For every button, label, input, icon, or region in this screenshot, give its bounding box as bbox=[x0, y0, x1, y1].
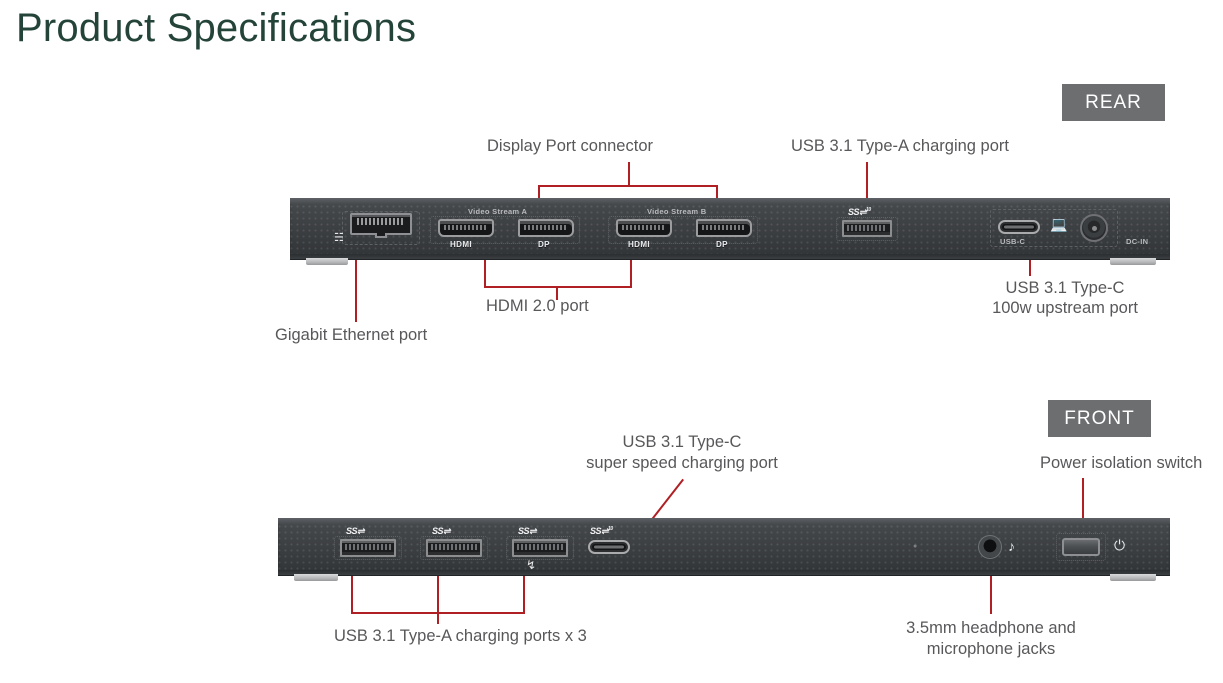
leader-hdmi-stem bbox=[556, 286, 558, 300]
leader-rear-usba bbox=[866, 162, 868, 228]
label-front-usb-a-ports: USB 3.1 Type-A charging ports x 3 bbox=[334, 627, 587, 645]
leader-audio-jacks bbox=[990, 552, 992, 614]
ss-logo-text: SS⇌ bbox=[848, 207, 867, 217]
rear-usb-a-bezel bbox=[836, 217, 898, 241]
front-usb-a-bezel-1 bbox=[334, 536, 402, 560]
ethernet-bezel bbox=[342, 211, 420, 245]
silk-dp-a: DP bbox=[538, 240, 550, 249]
display-port-b[interactable] bbox=[696, 219, 752, 237]
front-usb-a-port-3[interactable] bbox=[512, 539, 568, 557]
silk-hdmi-a: HDMI bbox=[450, 240, 473, 249]
page-title: Product Specifications bbox=[16, 6, 417, 50]
rear-foot-left bbox=[306, 258, 348, 265]
label-hdmi-port: HDMI 2.0 port bbox=[486, 297, 589, 315]
front-foot-left bbox=[294, 574, 338, 581]
silk-video-stream-a: Video Stream A bbox=[468, 207, 528, 216]
leader-dp-stem bbox=[628, 162, 630, 186]
rear-panel-bottom-edge bbox=[290, 254, 1170, 259]
ethernet-port[interactable] bbox=[350, 213, 412, 238]
display-port-a[interactable] bbox=[518, 219, 574, 237]
video-stream-b-bezel bbox=[608, 216, 758, 244]
silk-dc-in: DC-IN bbox=[1126, 237, 1149, 246]
rear-usbc-dcin-bezel bbox=[990, 209, 1118, 247]
front-badge: FRONT bbox=[1048, 400, 1151, 437]
superspeed-usb-icon-rear: SS⇌10 bbox=[848, 207, 871, 218]
laptop-icon: 💻 bbox=[1050, 216, 1068, 232]
leader-usba-drop-1 bbox=[351, 552, 353, 614]
label-display-port-connector: Display Port connector bbox=[487, 137, 653, 155]
label-front-usbc-line2: super speed charging port bbox=[586, 454, 778, 472]
leader-ethernet bbox=[355, 230, 357, 322]
power-switch-bezel bbox=[1056, 533, 1106, 561]
label-usb-c-upstream-line1: USB 3.1 Type-C bbox=[1005, 279, 1125, 297]
video-stream-a-bezel bbox=[430, 216, 580, 244]
dc-in-port[interactable] bbox=[1080, 214, 1108, 242]
label-usb-a-charging-port: USB 3.1 Type-A charging port bbox=[791, 137, 1009, 155]
leader-dp-bar bbox=[538, 185, 718, 187]
front-panel-top-edge bbox=[278, 519, 1170, 524]
audio-jack[interactable] bbox=[978, 535, 1002, 559]
superspeed-icon-front-3: SS⇌ bbox=[518, 526, 537, 536]
rear-panel-top-edge bbox=[290, 199, 1170, 204]
leader-usba-drop-2 bbox=[437, 552, 439, 614]
hdmi-port-a[interactable] bbox=[438, 219, 494, 237]
front-usb-a-port-2[interactable] bbox=[426, 539, 482, 557]
rear-usb-a-port[interactable] bbox=[842, 220, 892, 237]
label-front-usbc-line1: USB 3.1 Type-C bbox=[622, 433, 742, 451]
label-audio-jacks-line1: 3.5mm headphone and bbox=[906, 619, 1076, 637]
superspeed-icon-front-1: SS⇌ bbox=[346, 526, 365, 536]
superspeed-icon-front-2: SS⇌ bbox=[432, 526, 451, 536]
front-usb-a-port-1[interactable] bbox=[340, 539, 396, 557]
power-icon: ⏻ bbox=[1114, 537, 1126, 553]
charging-bolt-icon: ↯ bbox=[526, 558, 537, 572]
hdmi-port-b[interactable] bbox=[616, 219, 672, 237]
rear-usb-c-port[interactable] bbox=[998, 220, 1040, 234]
front-panel-bottom-edge bbox=[278, 570, 1170, 575]
label-power-isolation-switch: Power isolation switch bbox=[1040, 454, 1203, 472]
superspeed-icon-front-c: SS⇌10 bbox=[590, 526, 613, 537]
leader-hdmi-bar bbox=[484, 286, 632, 288]
front-panel-chassis: SS⇌ SS⇌ SS⇌ ↯ SS⇌10 ● ♪ ⏻ bbox=[278, 518, 1170, 576]
power-isolation-switch[interactable] bbox=[1062, 538, 1100, 556]
status-led: ● bbox=[913, 543, 918, 550]
silk-hdmi-b: HDMI bbox=[628, 240, 651, 249]
ss-logo-c-sup: 10 bbox=[608, 526, 613, 532]
leader-power-switch bbox=[1082, 478, 1084, 544]
ss-logo-sup: 10 bbox=[866, 207, 871, 213]
rear-foot-right bbox=[1110, 258, 1156, 265]
leader-usba-stem bbox=[437, 612, 439, 624]
silk-dp-b: DP bbox=[716, 240, 728, 249]
label-gigabit-ethernet-port: Gigabit Ethernet port bbox=[275, 326, 428, 344]
label-usb-c-upstream-line2: 100w upstream port bbox=[992, 299, 1138, 317]
front-usb-a-bezel-2 bbox=[420, 536, 488, 560]
front-usb-a-bezel-3 bbox=[506, 536, 574, 560]
headphone-icon: ♪ bbox=[1008, 538, 1015, 554]
label-audio-jacks-line2: microphone jacks bbox=[926, 640, 1056, 658]
silk-usb-c: USB-C bbox=[1000, 237, 1026, 246]
leader-usba-drop-3 bbox=[523, 552, 525, 614]
rear-panel-chassis: ☵ Video Stream A HDMI DP Video Stream B … bbox=[290, 198, 1170, 260]
front-foot-right bbox=[1110, 574, 1156, 581]
rear-badge: REAR bbox=[1062, 84, 1165, 121]
front-usb-c-port[interactable] bbox=[588, 540, 630, 554]
ss-logo-c-text: SS⇌ bbox=[590, 526, 609, 536]
silk-video-stream-b: Video Stream B bbox=[647, 207, 707, 216]
network-icon: ☵ bbox=[334, 232, 344, 244]
